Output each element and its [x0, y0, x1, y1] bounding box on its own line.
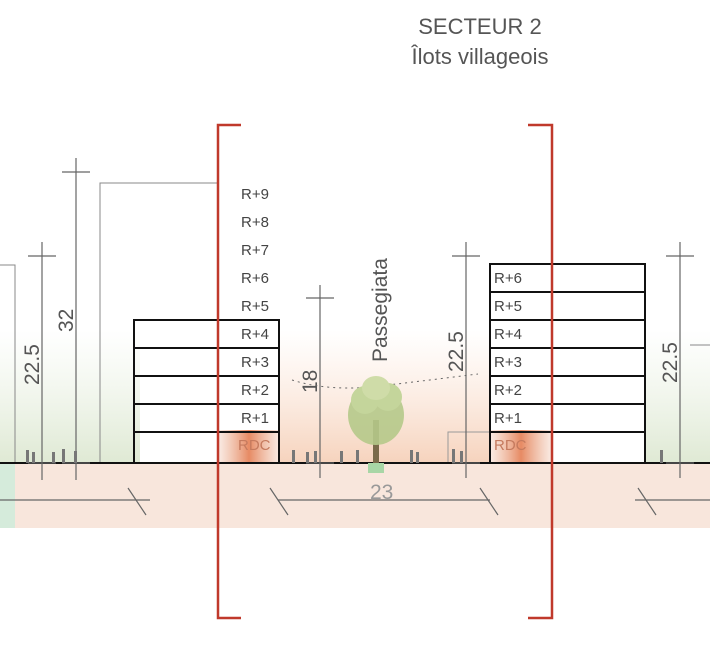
ground-band — [0, 463, 710, 528]
string-lights — [291, 373, 479, 389]
right-floor-label: R+4 — [494, 326, 522, 343]
left-green-strip — [0, 463, 15, 528]
right-floor-label: R+2 — [494, 382, 522, 399]
sector-title: SECTEUR 2 — [418, 14, 542, 39]
tower-floor-label: R+1 — [241, 410, 269, 427]
tower-floor-label: R+5 — [241, 298, 269, 315]
tower-floor-label-rdc: RDC — [238, 437, 271, 454]
tower-floor-label: R+2 — [241, 382, 269, 399]
rdc-glow-left — [218, 430, 280, 463]
rdc-glow-right — [490, 430, 552, 463]
tower-floor-label: R+4 — [241, 326, 269, 343]
tower-floor-label: R+9 — [241, 186, 269, 203]
tower-floor-label: R+7 — [241, 242, 269, 259]
tower-floor-label: R+6 — [241, 270, 269, 287]
dim-tower-height: 32 — [55, 309, 78, 332]
dim-center-height: 18 — [299, 370, 322, 393]
right-floor-label: R+6 — [494, 270, 522, 287]
dimension-lines — [0, 158, 710, 516]
right-floor-label-rdc: RDC — [494, 437, 527, 454]
right-floor-label: R+1 — [494, 410, 522, 427]
dim-far-right-height: 22.5 — [659, 342, 682, 383]
section-marker-right — [528, 123, 554, 620]
street-label: Passegiata — [369, 258, 392, 362]
ghost-tower — [99, 182, 218, 463]
right-building — [489, 263, 646, 464]
left-glow — [0, 330, 140, 463]
people-icons — [26, 449, 663, 463]
tower-floor-label: R+8 — [241, 214, 269, 231]
right-glow — [645, 330, 710, 463]
right-floor-label: R+3 — [494, 354, 522, 371]
tower-floor-label: R+3 — [241, 354, 269, 371]
dim-street-width: 23 — [370, 481, 393, 504]
dim-left-block-height: 22.5 — [21, 344, 44, 385]
tree-icon — [348, 376, 404, 473]
sector-subtitle: Îlots villageois — [411, 44, 549, 69]
right-floor-label: R+5 — [494, 298, 522, 315]
dim-right-block-height: 22.5 — [445, 331, 468, 372]
section-marker-left — [216, 123, 241, 620]
ghost-building-left — [0, 264, 16, 463]
